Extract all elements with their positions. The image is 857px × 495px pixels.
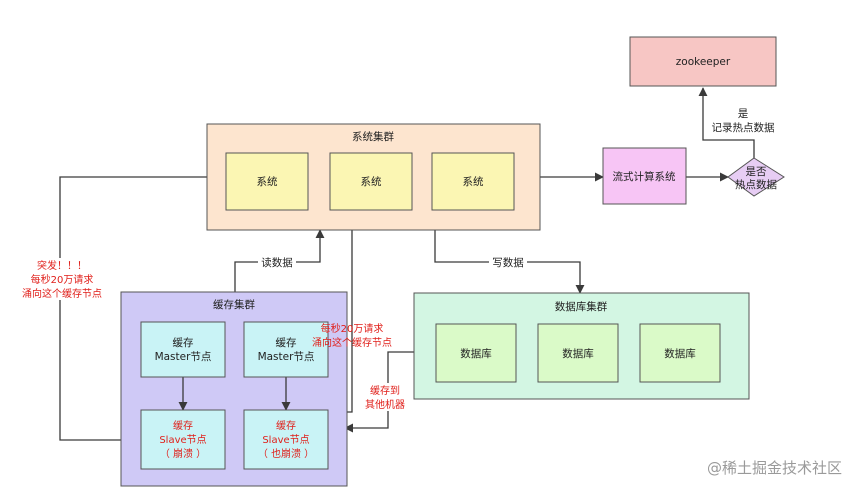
cache-master-2 — [243, 321, 329, 378]
cache-master-1-line2: Master节点 — [155, 351, 212, 363]
cache-slave-1-line2: Slave节点 — [159, 434, 206, 446]
zookeeper-label: zookeeper — [676, 56, 731, 68]
system-cluster-title: 系统集群 — [352, 130, 394, 143]
cache-master-1 — [140, 321, 226, 378]
record-label-text: 记录热点数据 — [712, 121, 775, 134]
db-node-2-label: 数据库 — [562, 347, 594, 360]
cache-master-1-line1: 缓存 — [173, 336, 194, 349]
hot-data-decision — [727, 157, 785, 197]
alert-cache-line1: 缓存到 — [370, 384, 400, 397]
cache-master-2-line1: 缓存 — [276, 336, 297, 349]
system-node-2 — [329, 152, 413, 211]
cache-slave-2-line3: （ 也崩溃 ） — [258, 447, 314, 460]
cache-slave-1-line3: （ 崩溃 ） — [160, 447, 206, 460]
decision-label-2: 热点数据 — [735, 178, 777, 191]
cache-slave-2-line2: Slave节点 — [262, 434, 309, 446]
alert-left-line1: 突发！！！ — [37, 259, 87, 272]
arrow-decision-to-zookeeper — [698, 87, 755, 158]
cache-master-2-line2: Master节点 — [258, 351, 315, 363]
system-node-3 — [431, 152, 515, 211]
record-label-yes: 是 — [738, 108, 749, 120]
stream-system-label: 流式计算系统 — [613, 170, 676, 183]
read-data-label: 读数据 — [261, 256, 293, 269]
stream-system-box — [602, 147, 687, 205]
cache-slave-2-line1: 缓存 — [276, 419, 296, 432]
alert-left-line3: 涌向这个缓存节点 — [22, 287, 102, 300]
cache-slave-1 — [140, 409, 226, 470]
alert-left-bg — [22, 258, 104, 300]
cache-cluster-title: 缓存集群 — [213, 298, 255, 311]
arrow-surge-left — [59, 176, 207, 445]
db-node-2 — [537, 323, 619, 383]
zookeeper-box — [629, 36, 777, 87]
alert-cache-bg — [359, 383, 411, 411]
db-node-3-label: 数据库 — [664, 347, 696, 360]
alert-mid-line2: 涌向这个缓存节点 — [312, 336, 392, 349]
db-node-1 — [435, 323, 517, 383]
system-node-1-label: 系统 — [257, 175, 278, 188]
db-cluster-title: 数据库集群 — [555, 300, 608, 313]
system-node-1 — [225, 152, 309, 211]
system-node-2-label: 系统 — [361, 175, 382, 188]
write-label-bg — [489, 255, 527, 269]
watermark: @稀土掘金技术社区 — [707, 459, 842, 477]
write-data-label: 写数据 — [492, 256, 524, 269]
alert-mid-line1: 每秒20万请求 — [321, 322, 384, 335]
alert-cache-line2: 其他机器 — [365, 398, 405, 411]
db-node-3 — [639, 323, 721, 383]
db-node-1-label: 数据库 — [460, 347, 492, 360]
read-label-bg — [258, 255, 296, 269]
alert-left-line2: 每秒20万请求 — [31, 273, 94, 286]
system-node-3-label: 系统 — [463, 175, 484, 188]
cache-slave-2 — [243, 409, 329, 470]
cache-slave-1-line1: 缓存 — [173, 419, 193, 432]
decision-label-1: 是否 — [746, 166, 767, 178]
